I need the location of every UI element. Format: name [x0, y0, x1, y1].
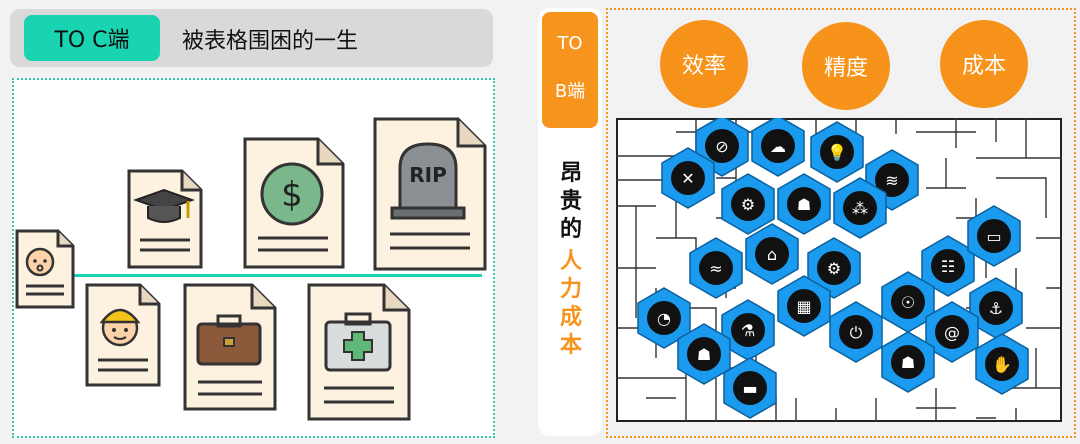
dollar-coin-icon: $	[260, 162, 324, 226]
settings-cycle-icon-bg	[817, 251, 851, 285]
tools-icon: ✕	[681, 169, 694, 188]
plug-icon-bg	[839, 315, 873, 349]
binary-data-icon-bg	[843, 191, 877, 225]
efficiency-circle: 效率	[660, 20, 748, 108]
rip-document: RIP	[373, 117, 487, 271]
gears-icon: ⚙	[741, 195, 755, 214]
toc-tag: TO C端	[24, 15, 160, 61]
graduation-document	[127, 169, 203, 269]
astronaut-icon-bg	[891, 345, 925, 379]
world-map-icon-bg	[699, 251, 733, 285]
vertical-text-orange-0: 人	[559, 249, 582, 274]
crane-icon-bg	[755, 237, 789, 271]
truck-icon: ▬	[742, 379, 757, 398]
tob-tag-line2: B端	[554, 81, 586, 102]
pie-chart-icon: ◔	[657, 309, 671, 328]
gauge-icon: ⊘	[715, 137, 728, 156]
vertical-text-orange-3: 本	[559, 333, 582, 358]
ai-brain-icon: ☉	[901, 293, 915, 312]
hex-cluster: ⊘ ☁ 💡 ≋ ✕ ⚙ ☗ ⁂ ⌂ ≈ ⚙ ☷ ▭ ◔ ▦ ☉ ⚓ ⚗ ⏻ @ ☗ ☗ ✋ ▬	[637, 118, 1029, 419]
toc-title: 被表格围困的一生	[182, 29, 359, 54]
gauge-icon-bg	[705, 129, 739, 163]
medical-document	[307, 283, 411, 421]
ai-brain-icon-bg	[891, 285, 925, 319]
team-icon-bg	[787, 187, 821, 221]
cloud-icon: ☁	[770, 137, 786, 156]
gears-icon-bg	[731, 187, 765, 221]
vertical-text-orange-2: 成	[559, 305, 582, 330]
flask-icon: ⚗	[741, 321, 755, 340]
vertical-text-black-0: 昂	[559, 161, 582, 186]
rip-tombstone-icon: RIP	[390, 142, 466, 220]
svg-text:$: $	[281, 175, 303, 215]
settings-cycle-icon: ⚙	[827, 259, 841, 278]
pie-chart-icon-bg	[647, 301, 681, 335]
child-document	[85, 283, 161, 387]
handshake-icon: ✋	[992, 355, 1012, 374]
crane-icon: ⌂	[767, 245, 777, 264]
graduation-cap-icon	[133, 188, 195, 223]
org-chart-icon: ☷	[941, 257, 955, 276]
monitor-icon: ▭	[986, 227, 1001, 246]
plug-icon: ⏻	[850, 323, 863, 342]
flask-icon-bg	[731, 313, 765, 347]
maze-network-graphic: ⊘ ☁ 💡 ≋ ✕ ⚙ ☗ ⁂ ⌂ ≈ ⚙ ☷ ▭ ◔ ▦ ☉ ⚓ ⚗ ⏻ @ ☗ ☗ ✋ ▬	[616, 118, 1062, 422]
medical-kit-icon	[324, 312, 392, 372]
astronaut-icon: ☗	[901, 353, 915, 372]
worker-icon-bg	[687, 337, 721, 371]
child-face-icon	[99, 308, 141, 347]
world-map-icon: ≈	[709, 259, 722, 278]
handshake-icon-bg	[985, 347, 1019, 381]
precision-circle: 精度	[802, 22, 890, 110]
robot-arm-icon-bg	[979, 291, 1013, 325]
lightbulb-icon: 💡	[827, 143, 847, 162]
life-timeline	[62, 274, 482, 277]
cost-circle: 成本	[940, 20, 1028, 108]
truck-icon-bg	[733, 371, 767, 405]
org-chart-icon-bg	[931, 249, 965, 283]
finance-document: $	[243, 137, 345, 269]
vertical-text-black-1: 贵	[559, 189, 582, 214]
baby-face-icon	[25, 247, 55, 277]
wifi-icon-bg	[875, 163, 909, 197]
vertical-text-orange-1: 力	[559, 277, 582, 302]
toc-header-bar: TO C端 被表格围困的一生	[10, 9, 493, 67]
at-sign-icon: @	[944, 323, 960, 342]
robot-arm-icon: ⚓	[989, 299, 1003, 318]
worker-icon: ☗	[697, 345, 711, 364]
tob-tag: TO B端	[542, 12, 598, 128]
team-icon: ☗	[797, 195, 811, 214]
binary-data-icon: ⁂	[852, 199, 868, 218]
circuit-chip-icon-bg	[787, 289, 821, 323]
work-document	[183, 283, 277, 411]
wifi-icon: ≋	[885, 171, 898, 190]
lightbulb-icon-bg	[820, 135, 854, 169]
monitor-icon-bg	[977, 219, 1011, 253]
briefcase-icon	[196, 314, 262, 366]
vertical-text-black-2: 的	[559, 217, 582, 242]
tob-tag-line1: TO	[557, 33, 583, 54]
svg-text:RIP: RIP	[409, 163, 447, 187]
cloud-icon-bg	[761, 129, 795, 163]
baby-document	[15, 229, 75, 309]
circuit-chip-icon: ▦	[796, 297, 811, 316]
tools-icon-bg	[671, 161, 705, 195]
at-sign-icon-bg	[935, 315, 969, 349]
